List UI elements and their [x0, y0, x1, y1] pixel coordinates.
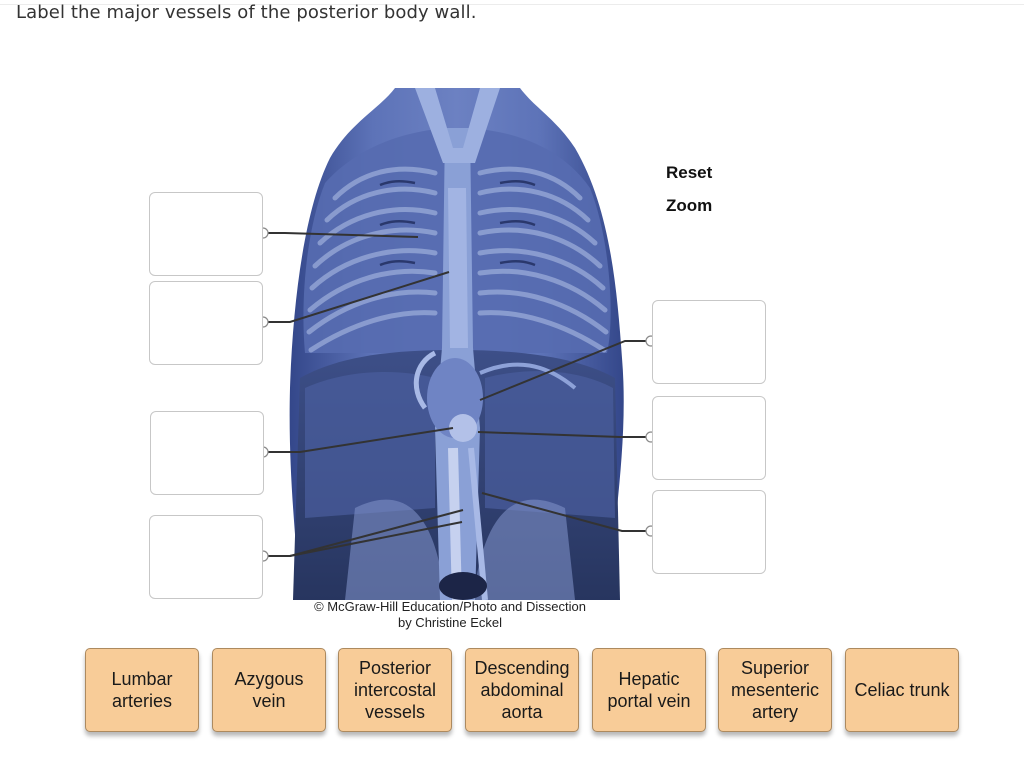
label-tile-celiac-trunk[interactable]: Celiac trunk: [845, 648, 959, 732]
label-line: artery: [751, 702, 798, 722]
label-line: intercostal: [353, 680, 437, 700]
label-line: Azygous: [234, 669, 304, 689]
drop-target-right-3[interactable]: [652, 490, 766, 574]
label-line: aorta: [501, 702, 543, 722]
label-line: vessels: [364, 702, 425, 722]
dissection-photo: [289, 88, 624, 600]
zoom-button[interactable]: Zoom: [666, 196, 713, 215]
label-line: Hepatic: [618, 669, 680, 689]
label-line: vein: [252, 691, 286, 711]
label-line: Celiac trunk: [854, 680, 950, 700]
label-line: arteries: [111, 691, 173, 711]
top-divider: [0, 4, 1024, 5]
photo-credit-line-1: © McGraw-Hill Education/Photo and Dissec…: [314, 599, 586, 614]
label-line: Superior: [740, 658, 810, 678]
label-line: Lumbar: [111, 669, 173, 689]
photo-credit-line-2: by Christine Eckel: [397, 615, 503, 630]
drop-target-right-2[interactable]: [652, 396, 766, 480]
drop-target-left-2[interactable]: [149, 281, 263, 365]
drop-target-right-1[interactable]: [652, 300, 766, 384]
drop-target-left-3[interactable]: [150, 411, 264, 495]
label-line: mesenteric: [730, 680, 820, 700]
label-line: Posterior: [358, 658, 431, 678]
label-line: portal vein: [607, 691, 691, 711]
drop-target-left-4[interactable]: [149, 515, 263, 599]
drop-target-left-1[interactable]: [149, 192, 263, 276]
photo-credit: © McGraw-Hill Education/Photo and Dissec…: [285, 599, 615, 631]
label-line: Descending: [474, 658, 570, 678]
question-prompt: Label the major vessels of the posterior…: [16, 2, 477, 23]
label-line: abdominal: [480, 680, 564, 700]
reset-button[interactable]: Reset: [666, 163, 713, 182]
